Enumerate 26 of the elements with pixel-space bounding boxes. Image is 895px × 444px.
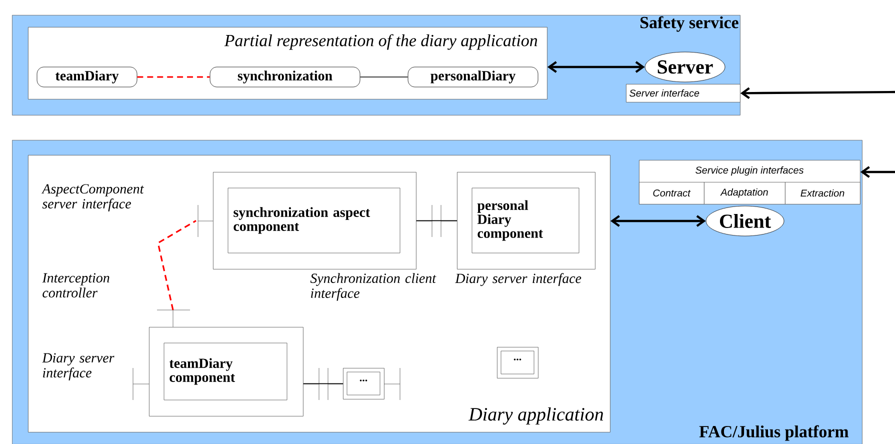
arrow: [547, 61, 645, 73]
interface-cell: Adaptation: [704, 182, 786, 204]
interface-label: AspectComponent server interface: [41, 184, 144, 212]
connector: [157, 220, 196, 310]
connector: [416, 220, 458, 222]
interface-cell: Extraction: [785, 182, 860, 204]
component-box: personal Diary component: [457, 172, 596, 270]
rounded-box: synchronization: [210, 66, 360, 88]
component-box: teamDiary component: [149, 327, 304, 416]
component-box: synchronization aspect component: [213, 172, 416, 270]
interface-label: Synchronization client interface: [310, 273, 436, 301]
arrow: [860, 166, 895, 178]
interface-cell: Contract: [639, 182, 704, 204]
ellipsis-box: ...: [497, 347, 538, 378]
arrow: [610, 215, 706, 227]
connector: [360, 76, 408, 78]
interface-label: Diary server interface: [42, 353, 114, 380]
rounded-box: personalDiary: [408, 66, 538, 88]
interface-label: Interception controller: [42, 273, 110, 298]
arrow: [740, 87, 895, 99]
ellipsis-box: ...: [343, 368, 384, 400]
interface-cell: Server interface: [626, 84, 740, 102]
interface-label: Diary server interface: [455, 273, 582, 286]
connector: [303, 383, 344, 384]
connector: [137, 76, 210, 78]
rounded-box: teamDiary: [36, 66, 138, 88]
